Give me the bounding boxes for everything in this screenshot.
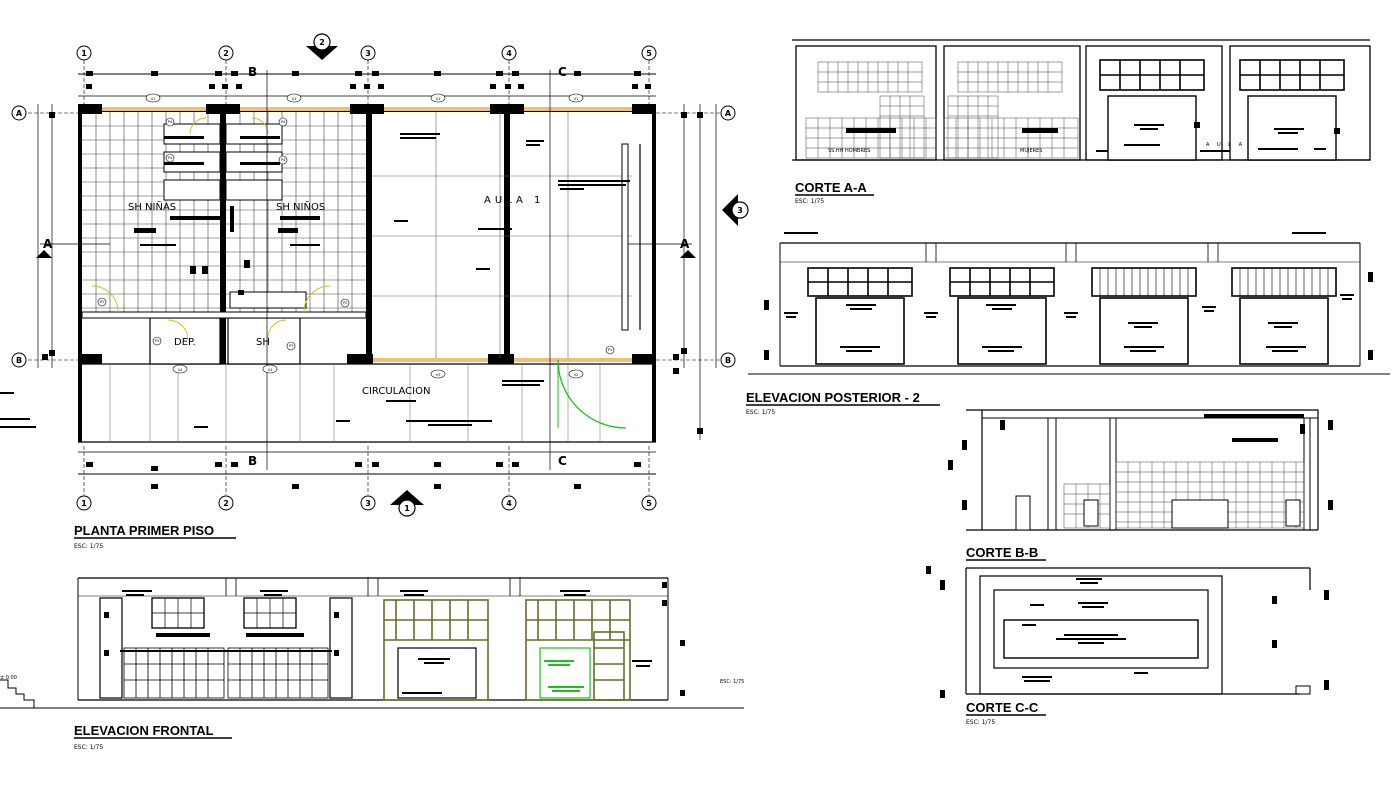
axis-label-1-top: 1 [81,49,87,58]
tile-grid-left [82,112,220,312]
door-tag-p1: P1 [608,348,612,352]
front-elevation: ± 0.00 ESC: 1/75 ELEVACION FRONTAL ESC: … [0,577,744,751]
axis-bubbles [11,45,736,511]
section-c-marker-top: C [558,65,567,79]
plan-scale: ESC: 1/75 [74,543,103,550]
front-window-block-2 [525,599,631,701]
axis-label-2-top: 2 [223,49,229,58]
axis-label-5-bottom: 5 [646,499,652,508]
cut-aa-scale: ESC: 1/75 [795,198,824,205]
axis-label-a-left: A [16,109,23,118]
axis-label-1-bottom: 1 [81,499,87,508]
room-circulacion: CIRCULACION [362,386,430,397]
cut-cc-title: CORTE C-C [966,700,1039,715]
cut-aa-label-hombres: SS.HH HOMBRES [828,148,870,154]
section-a-marker-left: A [43,237,53,251]
cut-bb-title: CORTE B-B [966,545,1038,560]
elevation-marker-1: 1 [390,490,424,517]
front-side-scale: ESC: 1/75 [720,679,744,685]
cut-aa-label-mujeres: MUJERES [1020,148,1042,154]
section-b-marker-top: B [248,65,257,79]
plan-title: PLANTA PRIMER PISO [74,523,214,538]
elevation-marker-2-label: 2 [319,38,325,47]
door-tag-p4-b: P4 [281,120,286,124]
front-level-marker: ± 0.00 [0,675,17,681]
door-tag-p2-b: P2 [343,301,347,305]
window-tag-v1-b: V1 [292,97,297,101]
rear-elevation: ELEVACION POSTERIOR - 2 ESC: 1/75 [746,232,1390,416]
door-tag-p2-a: P2 [100,300,104,304]
section-c-c: CORTE C-C ESC: 1/75 [926,566,1329,726]
room-dep: DEP. [174,337,196,348]
window-tag-v1-c: V1 [436,97,441,101]
section-b-b: CORTE B-B [948,409,1333,561]
elevation-marker-3-label: 3 [737,206,743,215]
window-tag-v4-b: V4 [268,368,273,372]
room-aula-1: AULA 1 [484,195,544,206]
room-sh: SH [256,337,270,348]
axis-label-4-top: 4 [506,49,512,58]
room-sh-ninos: SH NIÑOS [276,200,325,213]
axis-label-5-top: 5 [646,49,652,58]
front-scale: ESC: 1/75 [74,744,103,751]
rear-scale: ESC: 1/75 [746,409,775,416]
room-sh-ninas: SH NIÑAS [128,200,176,213]
axis-label-3-top: 3 [365,49,371,58]
cut-cc-scale: ESC: 1/75 [966,719,995,726]
section-a-marker-right: A [680,237,690,251]
axis-label-a-right: A [725,109,732,118]
elevation-marker-1-label: 1 [404,504,410,513]
window-tag-v1-a: V1 [151,97,156,101]
cut-aa-title: CORTE A-A [795,180,867,195]
axis-label-3-bottom: 3 [365,499,371,508]
floor-plan: 1 2 3 4 5 1 2 3 4 5 A B A B 2 1 [0,33,749,550]
axis-label-2-bottom: 2 [223,499,229,508]
cut-aa-label-aula: A U L A [1206,142,1245,148]
rear-title: ELEVACION POSTERIOR - 2 [746,390,920,405]
window-tag-v1-d: V1 [574,97,579,101]
door-tag-p4-c: P4 [168,156,173,160]
elevation-marker-2: 2 [306,33,338,60]
axis-label-b-left: B [16,356,22,365]
elevation-marker-3: 3 [722,194,749,226]
section-c-marker-bottom: C [558,454,567,468]
axis-label-b-right: B [725,356,731,365]
section-b-marker-bottom: B [248,454,257,468]
front-window-block-1 [383,599,489,701]
window-tag-v2: V2 [574,373,579,377]
door-tag-p3-b: P3 [289,344,293,348]
axis-label-4-bottom: 4 [506,499,512,508]
window-tag-v4-a: V4 [178,368,183,372]
section-a-a: SS.HH HOMBRES MUJERES A U L A CORTE A-A … [792,39,1371,205]
window-tag-v3: V3 [436,373,441,377]
door-tag-p4-a: P4 [168,120,173,124]
door-tag-p4-d: P4 [281,158,286,162]
front-title: ELEVACION FRONTAL [74,723,214,738]
door-tag-p3-a: P3 [155,339,159,343]
